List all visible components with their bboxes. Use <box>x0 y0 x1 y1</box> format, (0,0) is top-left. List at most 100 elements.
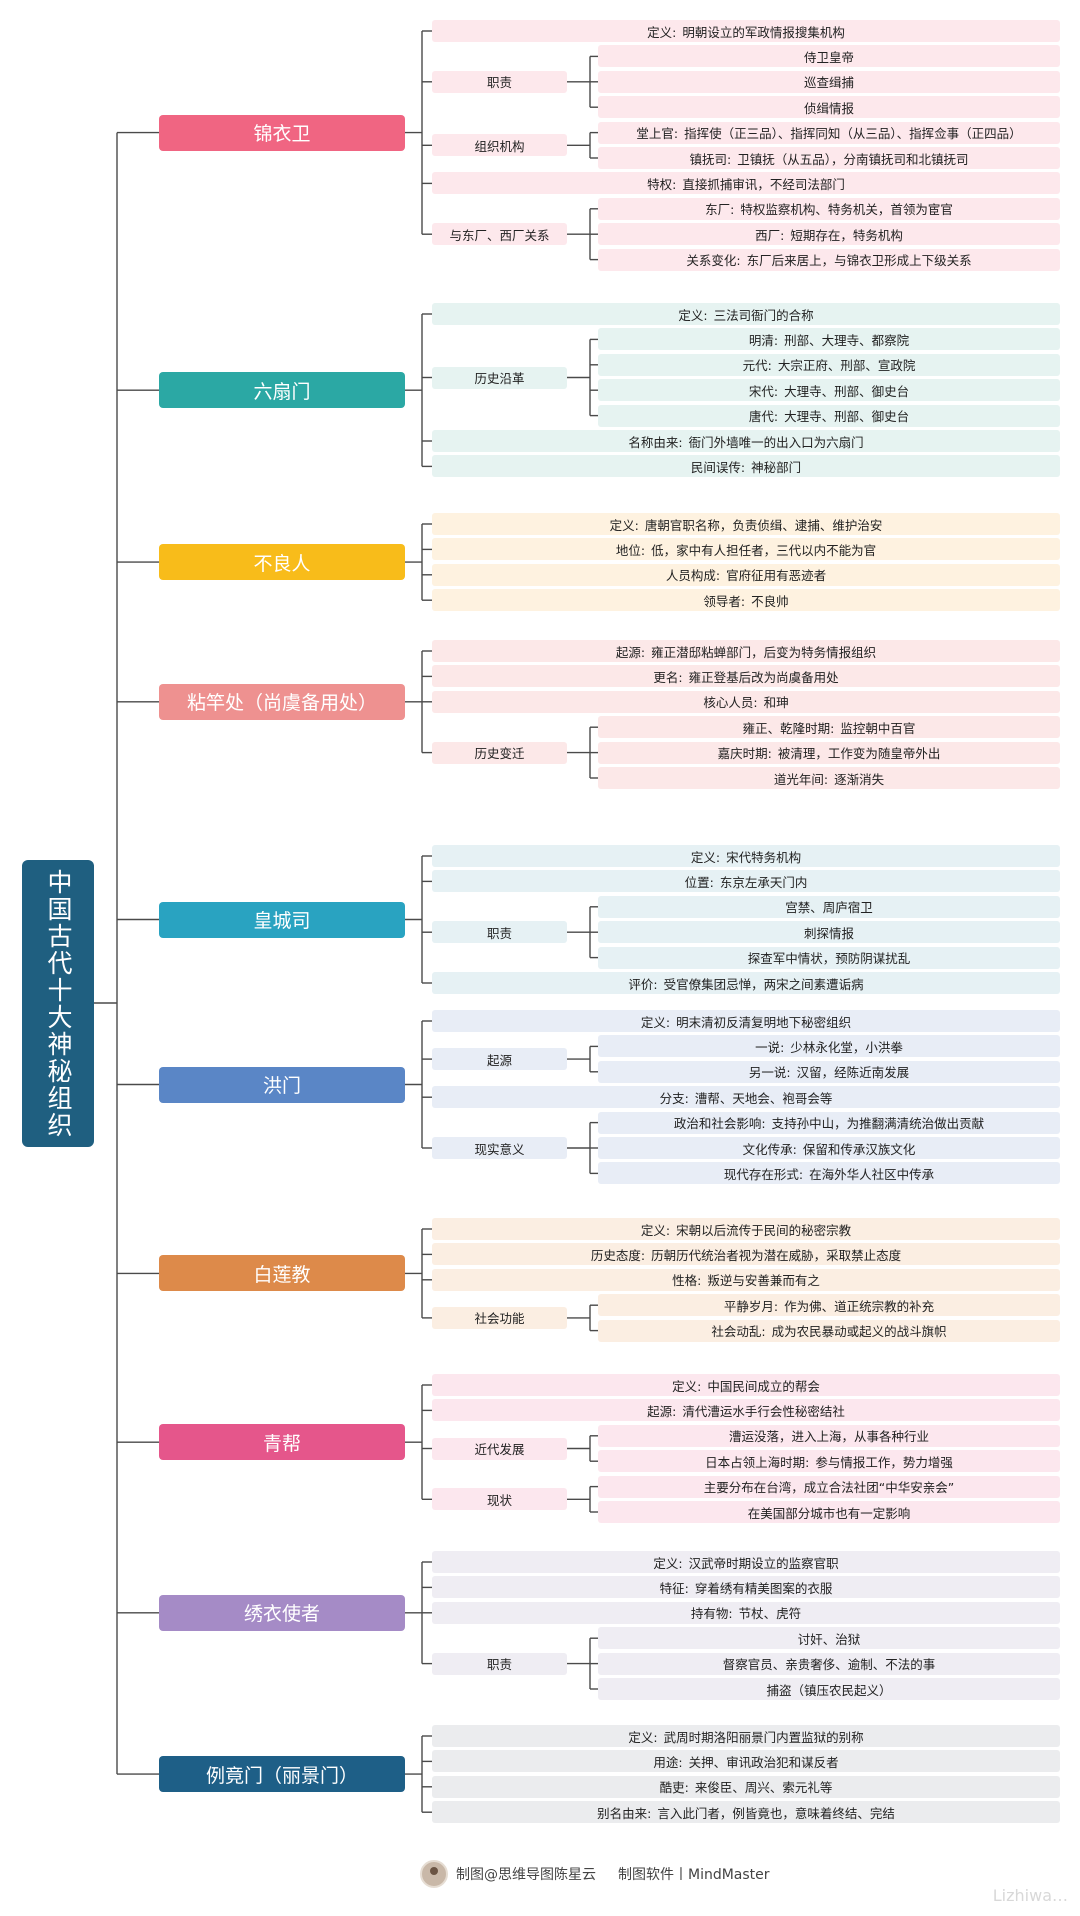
leaf-value: 三法司衙门的合称 <box>713 307 814 323</box>
leaf-node[interactable]: 元代:大宗正府、刑部、宣政院 <box>598 353 1060 376</box>
leaf-key: 定义: <box>640 1222 671 1238</box>
leaf-node[interactable]: 嘉庆时期:被清理，工作变为随皇帝外出 <box>598 741 1060 764</box>
leaf-node[interactable]: 特征:穿着绣有精美图案的衣服 <box>432 1576 1060 1599</box>
leaf-node[interactable]: 定义:三法司衙门的合称 <box>432 303 1060 325</box>
branch-topic[interactable]: 不良人 <box>159 544 405 581</box>
leaf-node[interactable]: 特权:直接抓捕审讯，不经司法部门 <box>432 172 1060 195</box>
leaf-node[interactable]: 核心人员:和珅 <box>432 690 1060 713</box>
sub-topic[interactable]: 历史变迁 <box>432 741 567 764</box>
sub-topic[interactable]: 职责 <box>432 921 567 944</box>
leaf-node[interactable]: 日本占领上海时期:参与情报工作，势力增强 <box>598 1450 1060 1473</box>
sub-topic[interactable]: 现实意义 <box>432 1137 567 1159</box>
leaf-node[interactable]: 评价:受官僚集团忌惮，两宋之间素遭诟病 <box>432 972 1060 994</box>
leaf-key: 平静岁月: <box>723 1298 779 1314</box>
leaf-node[interactable]: 堂上官:指挥使（正三品）、指挥同知（从三品）、指挥佥事（正四品） <box>598 121 1060 144</box>
leaf-value: 参与情报工作，势力增强 <box>815 1454 953 1470</box>
leaf-node[interactable]: 名称由来:衙门外墙唯一的出入口为六扇门 <box>432 430 1060 452</box>
leaf-value: 衙门外墙唯一的出入口为六扇门 <box>688 434 864 450</box>
leaf-node[interactable]: 在美国部分城市也有一定影响 <box>598 1501 1060 1523</box>
sub-topic[interactable]: 近代发展 <box>432 1437 567 1460</box>
leaf-node[interactable]: 定义:唐朝官职名称，负责侦缉、逮捕、维护治安 <box>432 513 1060 535</box>
leaf-node[interactable]: 起源:清代漕运水手行会性秘密结社 <box>432 1399 1060 1422</box>
leaf-node[interactable]: 宋代:大理寺、刑部、御史台 <box>598 379 1060 402</box>
leaf-node[interactable]: 持有物:节杖、虎符 <box>432 1601 1060 1624</box>
sub-topic[interactable]: 职责 <box>432 1652 567 1675</box>
sub-topic[interactable]: 社会功能 <box>432 1306 567 1329</box>
leaf-node[interactable]: 明清:刑部、大理寺、都察院 <box>598 328 1060 351</box>
leaf-node[interactable]: 酷吏:来俊臣、周兴、索元礼等 <box>432 1775 1060 1798</box>
leaf-node[interactable]: 分支:漕帮、天地会、袍哥会等 <box>432 1086 1060 1109</box>
leaf-node[interactable]: 用途:关押、审讯政治犯和谋反者 <box>432 1750 1060 1773</box>
leaf-node[interactable]: 主要分布在台湾，成立合法社团“中华安亲会” <box>598 1475 1060 1498</box>
root-topic[interactable]: 中国古代十大神秘组织 <box>22 860 94 1147</box>
leaf-node[interactable]: 东厂:特权监察机构、特务机关，首领为宦官 <box>598 197 1060 220</box>
leaf-node[interactable]: 历史态度:历朝历代统治者视为潜在威胁，采取禁止态度 <box>432 1243 1060 1266</box>
leaf-key: 道光年间: <box>773 771 829 787</box>
leaf-node[interactable]: 定义:宋朝以后流传于民间的秘密宗教 <box>432 1218 1060 1240</box>
branch-topic[interactable]: 例竟门（丽景门） <box>159 1756 405 1793</box>
leaf-node[interactable]: 侍卫皇帝 <box>598 45 1060 68</box>
leaf-node[interactable]: 雍正、乾隆时期:监控朝中百官 <box>598 716 1060 739</box>
leaf-node[interactable]: 督察官员、亲贵奢侈、逾制、不法的事 <box>598 1652 1060 1675</box>
leaf-node[interactable]: 定义:武周时期洛阳丽景门内置监狱的别称 <box>432 1725 1060 1747</box>
branch-topic[interactable]: 洪门 <box>159 1066 405 1103</box>
sub-topic[interactable]: 起源 <box>432 1048 567 1071</box>
sub-topic[interactable]: 与东厂、西厂关系 <box>432 223 567 246</box>
branch-topic[interactable]: 六扇门 <box>159 372 405 409</box>
leaf-node[interactable]: 平静岁月:作为佛、道正统宗教的补充 <box>598 1294 1060 1317</box>
leaf-value: 刺探情报 <box>803 925 854 941</box>
leaf-node[interactable]: 定义:明朝设立的军政情报搜集机构 <box>432 20 1060 42</box>
leaf-node[interactable]: 西厂:短期存在，特务机构 <box>598 223 1060 246</box>
leaf-node[interactable]: 关系变化:东厂后来居上，与锦衣卫形成上下级关系 <box>598 248 1060 271</box>
leaf-node[interactable]: 文化传承:保留和传承汉族文化 <box>598 1137 1060 1159</box>
leaf-node[interactable]: 性格:叛逆与安善兼而有之 <box>432 1268 1060 1291</box>
leaf-value: 少林永化堂，小洪拳 <box>790 1039 903 1055</box>
leaf-node[interactable]: 人员构成:官府征用有恶迹者 <box>432 563 1060 586</box>
leaf-node[interactable]: 民间误传:神秘部门 <box>432 455 1060 478</box>
leaf-node[interactable]: 现代存在形式:在海外华人社区中传承 <box>598 1162 1060 1185</box>
branch-topic[interactable]: 白莲教 <box>159 1255 405 1292</box>
leaf-value: 督察官员、亲贵奢侈、逾制、不法的事 <box>722 1657 936 1673</box>
sub-topic[interactable]: 职责 <box>432 70 567 93</box>
leaf-node[interactable]: 讨奸、治狱 <box>598 1627 1060 1650</box>
leaf-node[interactable]: 位置:东京左承天门内 <box>432 870 1060 893</box>
leaf-node[interactable]: 捕盗（镇压农民起义） <box>598 1678 1060 1700</box>
leaf-node[interactable]: 起源:雍正潜邸粘蝉部门，后变为特务情报组织 <box>432 640 1060 662</box>
sub-topic[interactable]: 现状 <box>432 1488 567 1511</box>
leaf-node[interactable]: 定义:明末清初反清复明地下秘密组织 <box>432 1010 1060 1032</box>
branch-topic[interactable]: 粘竿处（尚虞备用处） <box>159 683 405 720</box>
sub-topic[interactable]: 组织机构 <box>432 134 567 157</box>
leaf-node[interactable]: 更名:雍正登基后改为尚虞备用处 <box>432 665 1060 688</box>
leaf-node[interactable]: 别名由来:言入此门者，例皆竟也，意味着终结、完结 <box>432 1801 1060 1824</box>
leaf-node[interactable]: 漕运没落，进入上海，从事各种行业 <box>598 1424 1060 1447</box>
leaf-node[interactable]: 巡查缉捕 <box>598 70 1060 93</box>
leaf-node[interactable]: 定义:汉武帝时期设立的监察官职 <box>432 1551 1060 1573</box>
leaf-node[interactable]: 侦缉情报 <box>598 96 1060 119</box>
leaf-node[interactable]: 另一说:汉留，经陈近南发展 <box>598 1060 1060 1083</box>
leaf-node[interactable]: 领导者:不良帅 <box>432 589 1060 612</box>
leaf-key: 堂上官: <box>636 126 679 142</box>
leaf-node[interactable]: 社会动乱: 成为农民暴动或起义的战斗旗帜 <box>598 1319 1060 1342</box>
leaf-node[interactable]: 定义:宋代特务机构 <box>432 845 1060 867</box>
sub-topic[interactable]: 历史沿革 <box>432 366 567 389</box>
branch-topic[interactable]: 皇城司 <box>159 901 405 938</box>
branch-topic[interactable]: 青帮 <box>159 1424 405 1461</box>
leaf-value: 东厂后来居上，与锦衣卫形成上下级关系 <box>746 253 972 269</box>
leaf-key: 评价: <box>628 976 658 992</box>
branch-topic[interactable]: 绣衣使者 <box>159 1594 405 1631</box>
leaf-key: 社会动乱: <box>711 1324 766 1340</box>
leaf-node[interactable]: 镇抚司:卫镇抚（从五品），分南镇抚司和北镇抚司 <box>598 147 1060 169</box>
leaf-node[interactable]: 宫禁、周庐宿卫 <box>598 895 1060 918</box>
leaf-value: 侦缉情报 <box>803 100 854 116</box>
leaf-node[interactable]: 唐代:大理寺、刑部、御史台 <box>598 404 1060 427</box>
leaf-value: 成为农民暴动或起义的战斗旗帜 <box>771 1324 947 1340</box>
leaf-key: 一说: <box>755 1039 785 1055</box>
branch-topic[interactable]: 锦衣卫 <box>159 114 405 151</box>
leaf-node[interactable]: 探查军中情状，预防阴谋扰乱 <box>598 946 1060 969</box>
leaf-node[interactable]: 政治和社会影响:支持孙中山，为推翻满清统治做出贡献 <box>598 1111 1060 1134</box>
leaf-node[interactable]: 一说: 少林永化堂，小洪拳 <box>598 1035 1060 1058</box>
leaf-node[interactable]: 道光年间:逐渐消失 <box>598 767 1060 789</box>
leaf-node[interactable]: 地位:低，家中有人担任者，三代以内不能为官 <box>432 538 1060 561</box>
leaf-node[interactable]: 定义:中国民间成立的帮会 <box>432 1374 1060 1396</box>
leaf-node[interactable]: 刺探情报 <box>598 921 1060 944</box>
